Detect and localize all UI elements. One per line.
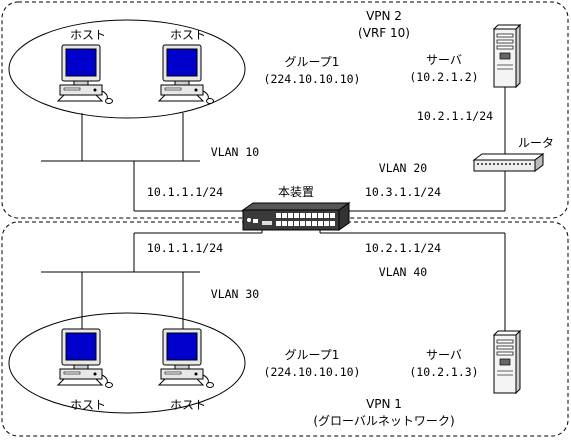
vpn2-boundary	[1, 1, 569, 219]
server-bottom-icon	[493, 330, 521, 394]
host-top-right-icon	[158, 44, 214, 104]
vpn2-title: VPN 2	[366, 9, 402, 23]
group-top-name: グループ1	[285, 55, 340, 69]
host-bottom-right-icon	[158, 328, 214, 388]
host-top-right-label: ホスト	[170, 28, 206, 42]
bottom-left-subnet: 10.1.1.1/24	[147, 241, 223, 255]
bottom-right-subnet: 10.2.1.1/24	[365, 241, 441, 255]
vlan20-label: VLAN 20	[379, 161, 428, 175]
group-bottom-addr: (224.10.10.10)	[264, 365, 361, 379]
vpn1-subtitle: (グローバルネットワーク)	[313, 414, 454, 428]
server-top-icon	[493, 24, 521, 88]
group-bottom-name: グループ1	[285, 348, 340, 362]
host-bottom-left-icon	[57, 328, 113, 388]
group-top-addr: (224.10.10.10)	[264, 72, 361, 86]
server-top-subnet: 10.2.1.1/24	[417, 109, 493, 123]
vpn2-subtitle: (VRF 10)	[358, 26, 410, 40]
vlan40-label: VLAN 40	[379, 265, 428, 279]
host-top-left-label: ホスト	[70, 28, 106, 42]
multicast-group-top	[8, 19, 246, 119]
host-top-left-icon	[57, 44, 113, 104]
host-bottom-left-label: ホスト	[70, 398, 106, 412]
router-icon	[472, 153, 545, 172]
server-bottom-addr: (10.2.1.3)	[409, 365, 478, 379]
device-label: 本装置	[278, 185, 314, 199]
vlan30-label: VLAN 30	[211, 287, 260, 301]
router-subnet: 10.3.1.1/24	[365, 185, 441, 199]
multicast-group-bottom	[8, 312, 246, 414]
device-switch-icon	[241, 202, 351, 231]
router-label: ルータ	[518, 136, 554, 150]
server-top-label: サーバ	[426, 53, 462, 67]
server-top-addr: (10.2.1.2)	[409, 70, 478, 84]
vlan10-label: VLAN 10	[211, 145, 260, 159]
server-bottom-label: サーバ	[426, 348, 462, 362]
top-left-subnet: 10.1.1.1/24	[147, 185, 223, 199]
host-bottom-right-label: ホスト	[170, 398, 206, 412]
vpn1-title: VPN 1	[366, 397, 402, 411]
